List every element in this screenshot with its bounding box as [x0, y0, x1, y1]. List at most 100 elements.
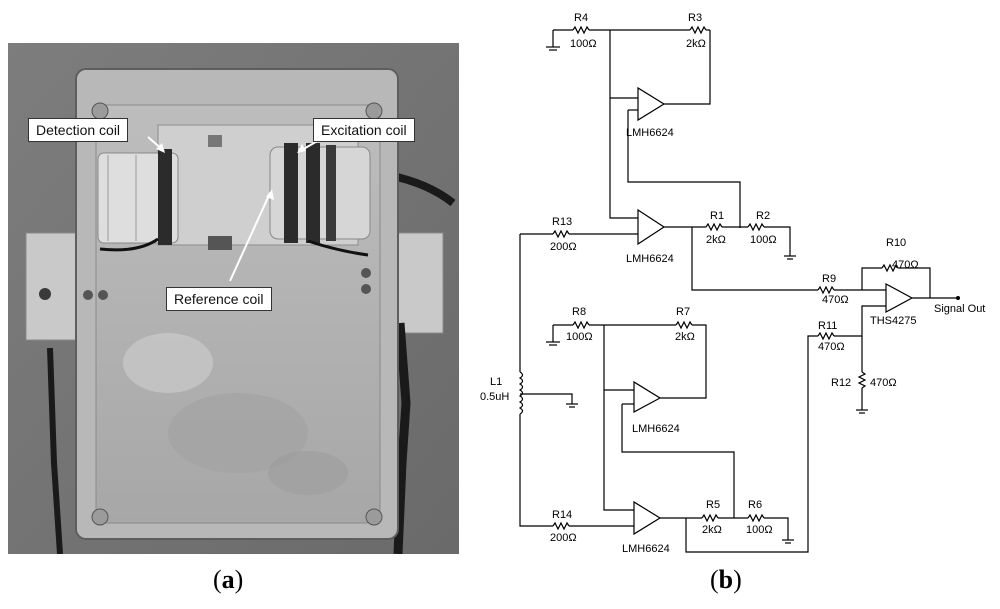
wire — [603, 390, 634, 511]
r9-value: 470Ω — [822, 294, 849, 306]
ground-icon — [782, 539, 794, 544]
resistor-r14 — [552, 522, 570, 530]
detection-coil-winding — [158, 149, 172, 245]
caption-a: (a) — [213, 565, 244, 594]
caption-b-letter: b — [718, 565, 734, 594]
r9-label: R9 — [822, 273, 836, 285]
ground-icon — [546, 30, 560, 51]
r12-value: 470Ω — [870, 377, 897, 389]
u3-label: LMH6624 — [632, 423, 680, 435]
u1-label: LMH6624 — [626, 127, 674, 139]
output-node-icon — [956, 296, 960, 300]
resistor-r5 — [701, 514, 719, 522]
r7-label: R7 — [676, 306, 690, 318]
excitation-coil-winding — [306, 143, 320, 243]
resistor-r4 — [572, 26, 590, 34]
opamp-u2 — [637, 208, 666, 246]
caption-a-letter: a — [221, 565, 235, 594]
resistor-r2 — [747, 223, 765, 231]
ground-icon — [546, 325, 560, 346]
wire — [621, 404, 735, 518]
resistor-r7 — [675, 321, 693, 329]
resistor-r8 — [572, 321, 590, 329]
u5-label: THS4275 — [870, 315, 916, 327]
r7-value: 2kΩ — [675, 331, 695, 343]
r10-label: R10 — [886, 237, 906, 249]
wire — [898, 267, 931, 298]
wire — [764, 226, 791, 256]
excitation-coil-winding — [284, 143, 298, 243]
resistor-r12 — [858, 371, 866, 389]
r5-value: 2kΩ — [702, 524, 722, 536]
coil-wire — [307, 239, 369, 257]
r12-label: R12 — [831, 377, 851, 389]
floor-stain — [168, 393, 308, 473]
reference-pointer — [229, 192, 271, 282]
flange-hole-icon — [39, 288, 51, 300]
ground-icon — [784, 255, 796, 260]
corner-screw-icon — [91, 102, 109, 120]
r14-value: 200Ω — [550, 532, 577, 544]
wire — [519, 414, 553, 527]
wire — [660, 324, 707, 399]
resistor-r9 — [817, 286, 835, 294]
r6-label: R6 — [748, 499, 762, 511]
r3-label: R3 — [688, 12, 702, 24]
resistor-r11 — [817, 332, 835, 340]
coil-wire — [99, 237, 159, 252]
opamp-u3 — [633, 380, 662, 414]
r11-label: R11 — [818, 320, 837, 332]
corner-screw-icon — [365, 102, 383, 120]
resistor-r13 — [552, 230, 570, 238]
r10-value: 470Ω — [892, 259, 919, 271]
circuit-schematic: R4 100Ω R3 2kΩ LMH6624 R13 200Ω LMH6624 … — [480, 12, 985, 555]
floor-stain — [268, 451, 348, 495]
wire — [520, 393, 573, 404]
wire — [691, 227, 818, 291]
sample-mount — [208, 135, 222, 147]
mount-hole-icon — [83, 290, 93, 300]
arrowhead-icon — [156, 143, 165, 153]
corner-screw-icon — [365, 508, 383, 526]
u4-label: LMH6624 — [622, 543, 670, 555]
inductor-l1 — [518, 371, 524, 415]
excitation-coil-label: Excitation coil — [313, 118, 415, 142]
r1-label: R1 — [710, 210, 724, 222]
resistor-r1 — [705, 223, 723, 231]
opamp-u1 — [637, 86, 666, 122]
wire — [664, 30, 711, 105]
wire — [834, 305, 886, 337]
caption-b: (b) — [710, 565, 742, 594]
wire — [609, 30, 638, 99]
arrowhead-icon — [266, 189, 274, 200]
arrowhead-icon — [297, 144, 306, 153]
r4-label: R4 — [574, 12, 588, 24]
opamp-u4 — [633, 500, 662, 536]
r5-label: R5 — [706, 499, 720, 511]
r2-value: 100Ω — [750, 234, 777, 246]
floor-stain — [123, 333, 213, 393]
wire — [861, 267, 882, 290]
r4-value: 100Ω — [570, 38, 597, 50]
wire — [764, 517, 789, 540]
mount-hole-icon — [98, 290, 108, 300]
wire — [627, 110, 741, 228]
r1-value: 2kΩ — [706, 234, 726, 246]
wire — [603, 325, 634, 391]
left-cable — [47, 347, 63, 554]
r3-value: 2kΩ — [686, 38, 706, 50]
mount-hole-icon — [361, 268, 371, 278]
sample-mount — [208, 236, 232, 250]
corner-screw-icon — [91, 508, 109, 526]
u2-label: LMH6624 — [626, 253, 674, 265]
l1-label: L1 — [490, 376, 502, 388]
detection-coil-label: Detection coil — [28, 118, 129, 142]
l1-value: 0.5uH — [480, 391, 509, 403]
r8-value: 100Ω — [566, 331, 593, 343]
signal-out-label: Signal Out — [934, 303, 985, 315]
mount-hole-icon — [361, 284, 371, 294]
reference-coil-label: Reference coil — [166, 287, 272, 311]
r13-label: R13 — [552, 216, 572, 228]
resistor-r3 — [689, 26, 707, 34]
wire — [685, 335, 818, 553]
